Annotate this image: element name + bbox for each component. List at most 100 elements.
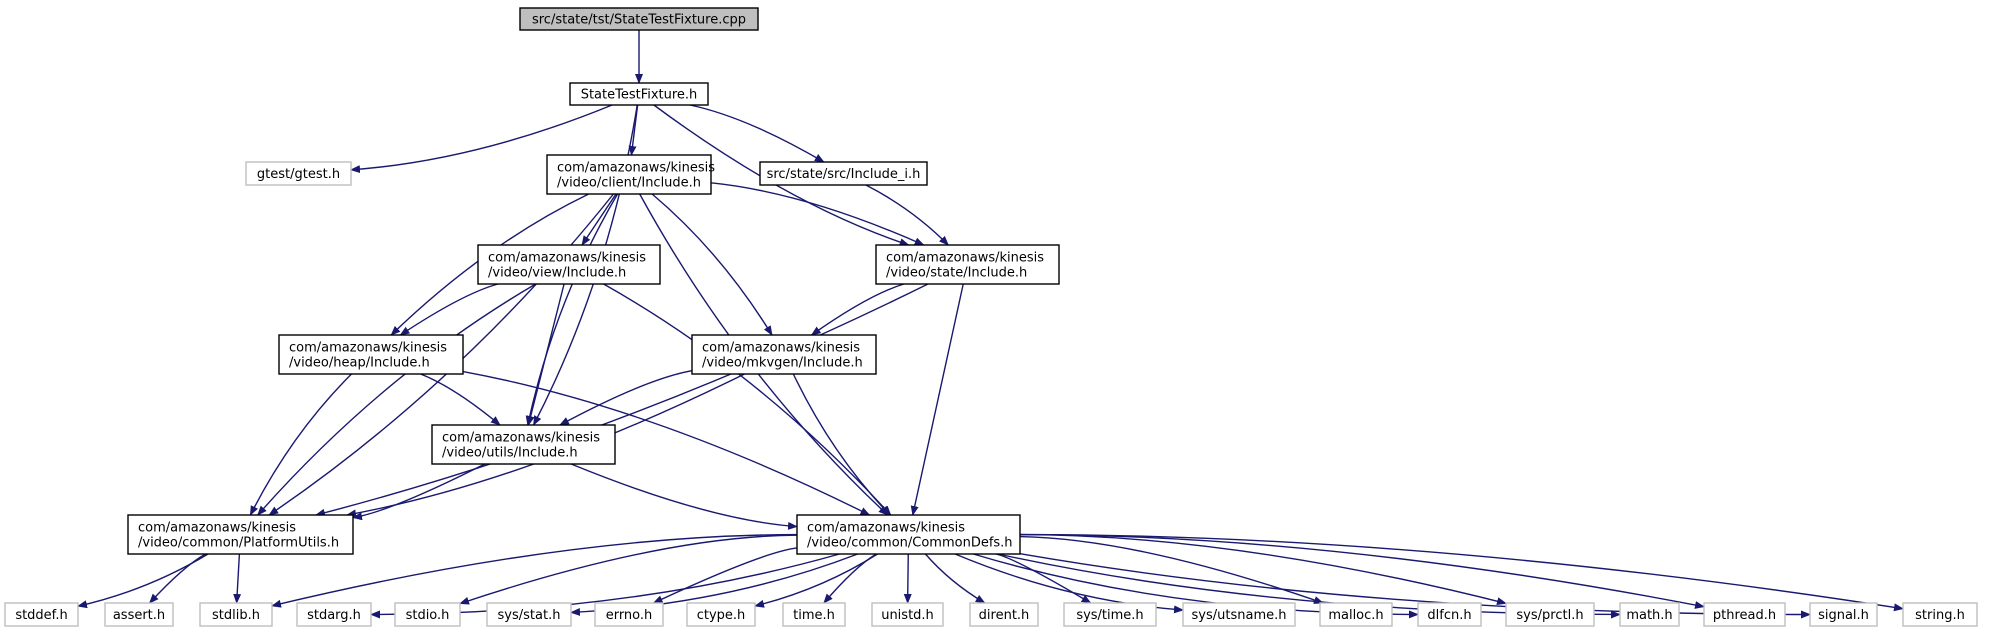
edge-line: [754, 553, 878, 608]
node-box: [1063, 602, 1157, 627]
node-label: /video/heap/Include.h: [289, 356, 430, 371]
edge-line: [792, 373, 891, 516]
node-box: [104, 602, 174, 627]
node-errno: errno.h: [594, 602, 664, 627]
node-box: [546, 154, 712, 195]
node-box: [486, 602, 572, 627]
node-label: com/amazonaws/kinesis: [807, 521, 965, 536]
edge-line: [653, 104, 910, 246]
edge-line: [865, 184, 949, 246]
node-commondefs[interactable]: com/amazonaws/kinesis/video/common/Commo…: [796, 514, 1021, 555]
node-box: [759, 161, 928, 186]
node-label: src/state/tst/StateTestFixture.cpp: [532, 13, 746, 28]
node-label: math.h: [1626, 608, 1672, 623]
node-unistd: unistd.h: [871, 602, 944, 627]
node-label: sys/prctl.h: [1516, 608, 1583, 623]
node-label: sys/stat.h: [498, 608, 561, 623]
node-label: com/amazonaws/kinesis: [557, 161, 715, 176]
node-box: [431, 424, 616, 465]
node-label: /video/common/PlatformUtils.h: [138, 536, 339, 551]
node-include_i[interactable]: src/state/src/Include_i.h: [759, 161, 928, 186]
edge-line: [77, 553, 209, 609]
edge-commondefs-to-malloc: [1019, 535, 1324, 604]
node-state[interactable]: com/amazonaws/kinesis/video/state/Includ…: [875, 244, 1060, 285]
edge-line: [350, 104, 613, 174]
node-box: [686, 602, 756, 627]
edge-line: [710, 182, 925, 246]
node-box: [1619, 602, 1680, 627]
node-label: src/state/src/Include_i.h: [767, 167, 921, 182]
node-client[interactable]: com/amazonaws/kinesis/video/client/Inclu…: [546, 154, 715, 195]
node-mkvgen[interactable]: com/amazonaws/kinesis/video/mkvgen/Inclu…: [691, 334, 877, 375]
node-fixture[interactable]: StateTestFixture.h: [569, 82, 709, 106]
node-box: [1182, 602, 1296, 627]
node-box: [1319, 602, 1393, 627]
edge-line: [526, 283, 565, 426]
edge-fixture-to-include_i: [689, 104, 825, 163]
edge-state-to-mkvgen: [810, 283, 905, 336]
node-platform[interactable]: com/amazonaws/kinesis/video/common/Platf…: [127, 514, 354, 555]
node-sysstat: sys/stat.h: [486, 602, 572, 627]
node-root[interactable]: src/state/tst/StateTestFixture.cpp: [519, 7, 759, 31]
node-label: /video/state/Include.h: [886, 266, 1027, 281]
node-box: [394, 602, 461, 627]
node-view[interactable]: com/amazonaws/kinesis/video/view/Include…: [477, 244, 661, 285]
node-math: math.h: [1619, 602, 1680, 627]
edge-view-to-utils: [526, 283, 565, 426]
edge-fixture-to-gtest: [350, 104, 613, 174]
node-label: assert.h: [113, 608, 165, 623]
node-label: com/amazonaws/kinesis: [702, 341, 860, 356]
edge-line: [148, 553, 206, 604]
node-label: stdlib.h: [212, 608, 260, 623]
edge-line: [1019, 533, 1904, 612]
edge-fixture-to-state: [653, 104, 910, 246]
node-box: [4, 602, 79, 627]
edge-line: [459, 534, 798, 605]
edge-heap-to-utils: [420, 373, 501, 426]
node-string: string.h: [1902, 602, 1978, 627]
node-stddef: stddef.h: [4, 602, 79, 627]
edge-mkvgen-to-commondefs: [792, 373, 891, 516]
edge-line: [271, 533, 798, 608]
node-systime: sys/time.h: [1063, 602, 1157, 627]
node-label: stdarg.h: [307, 608, 361, 623]
node-box: [1703, 602, 1786, 627]
node-box: [569, 82, 709, 106]
node-box: [278, 334, 464, 375]
edge-commondefs-to-stdio: [459, 534, 798, 605]
node-label: sys/utsname.h: [1192, 608, 1287, 623]
node-label: /video/utils/Include.h: [442, 446, 578, 461]
node-label: dlfcn.h: [1427, 608, 1471, 623]
node-label: string.h: [1915, 608, 1965, 623]
node-box: [245, 161, 352, 186]
node-box: [519, 7, 759, 31]
node-box: [871, 602, 944, 627]
edge-utils-to-platform: [352, 463, 486, 521]
edge-include_i-to-state: [865, 184, 949, 246]
edge-line: [651, 193, 773, 336]
edge-line: [570, 463, 798, 530]
edge-line: [823, 553, 877, 604]
node-box: [796, 514, 1021, 555]
node-utils[interactable]: com/amazonaws/kinesis/video/utils/Includ…: [431, 424, 616, 465]
node-sysprctl: sys/prctl.h: [1505, 602, 1595, 627]
node-box: [1902, 602, 1978, 627]
node-box: [1809, 602, 1878, 627]
node-label: ctype.h: [697, 608, 746, 623]
edge-line: [581, 193, 617, 246]
edge-client-to-state: [710, 182, 925, 246]
node-box: [969, 602, 1039, 627]
edge-line: [352, 463, 486, 521]
node-heap[interactable]: com/amazonaws/kinesis/video/heap/Include…: [278, 334, 464, 375]
node-assert: assert.h: [104, 602, 174, 627]
edge-commondefs-to-stdlib: [271, 533, 798, 608]
node-label: /video/view/Include.h: [488, 266, 626, 281]
node-label: dirent.h: [979, 608, 1030, 623]
node-dirent: dirent.h: [969, 602, 1039, 627]
edge-commondefs-to-time: [823, 553, 877, 604]
edge-utils-to-commondefs: [570, 463, 798, 530]
edge-platform-to-stdlib: [233, 553, 242, 604]
edge-line: [924, 553, 986, 604]
edge-heap-to-commondefs: [462, 370, 871, 516]
edge-line: [1019, 552, 1811, 619]
